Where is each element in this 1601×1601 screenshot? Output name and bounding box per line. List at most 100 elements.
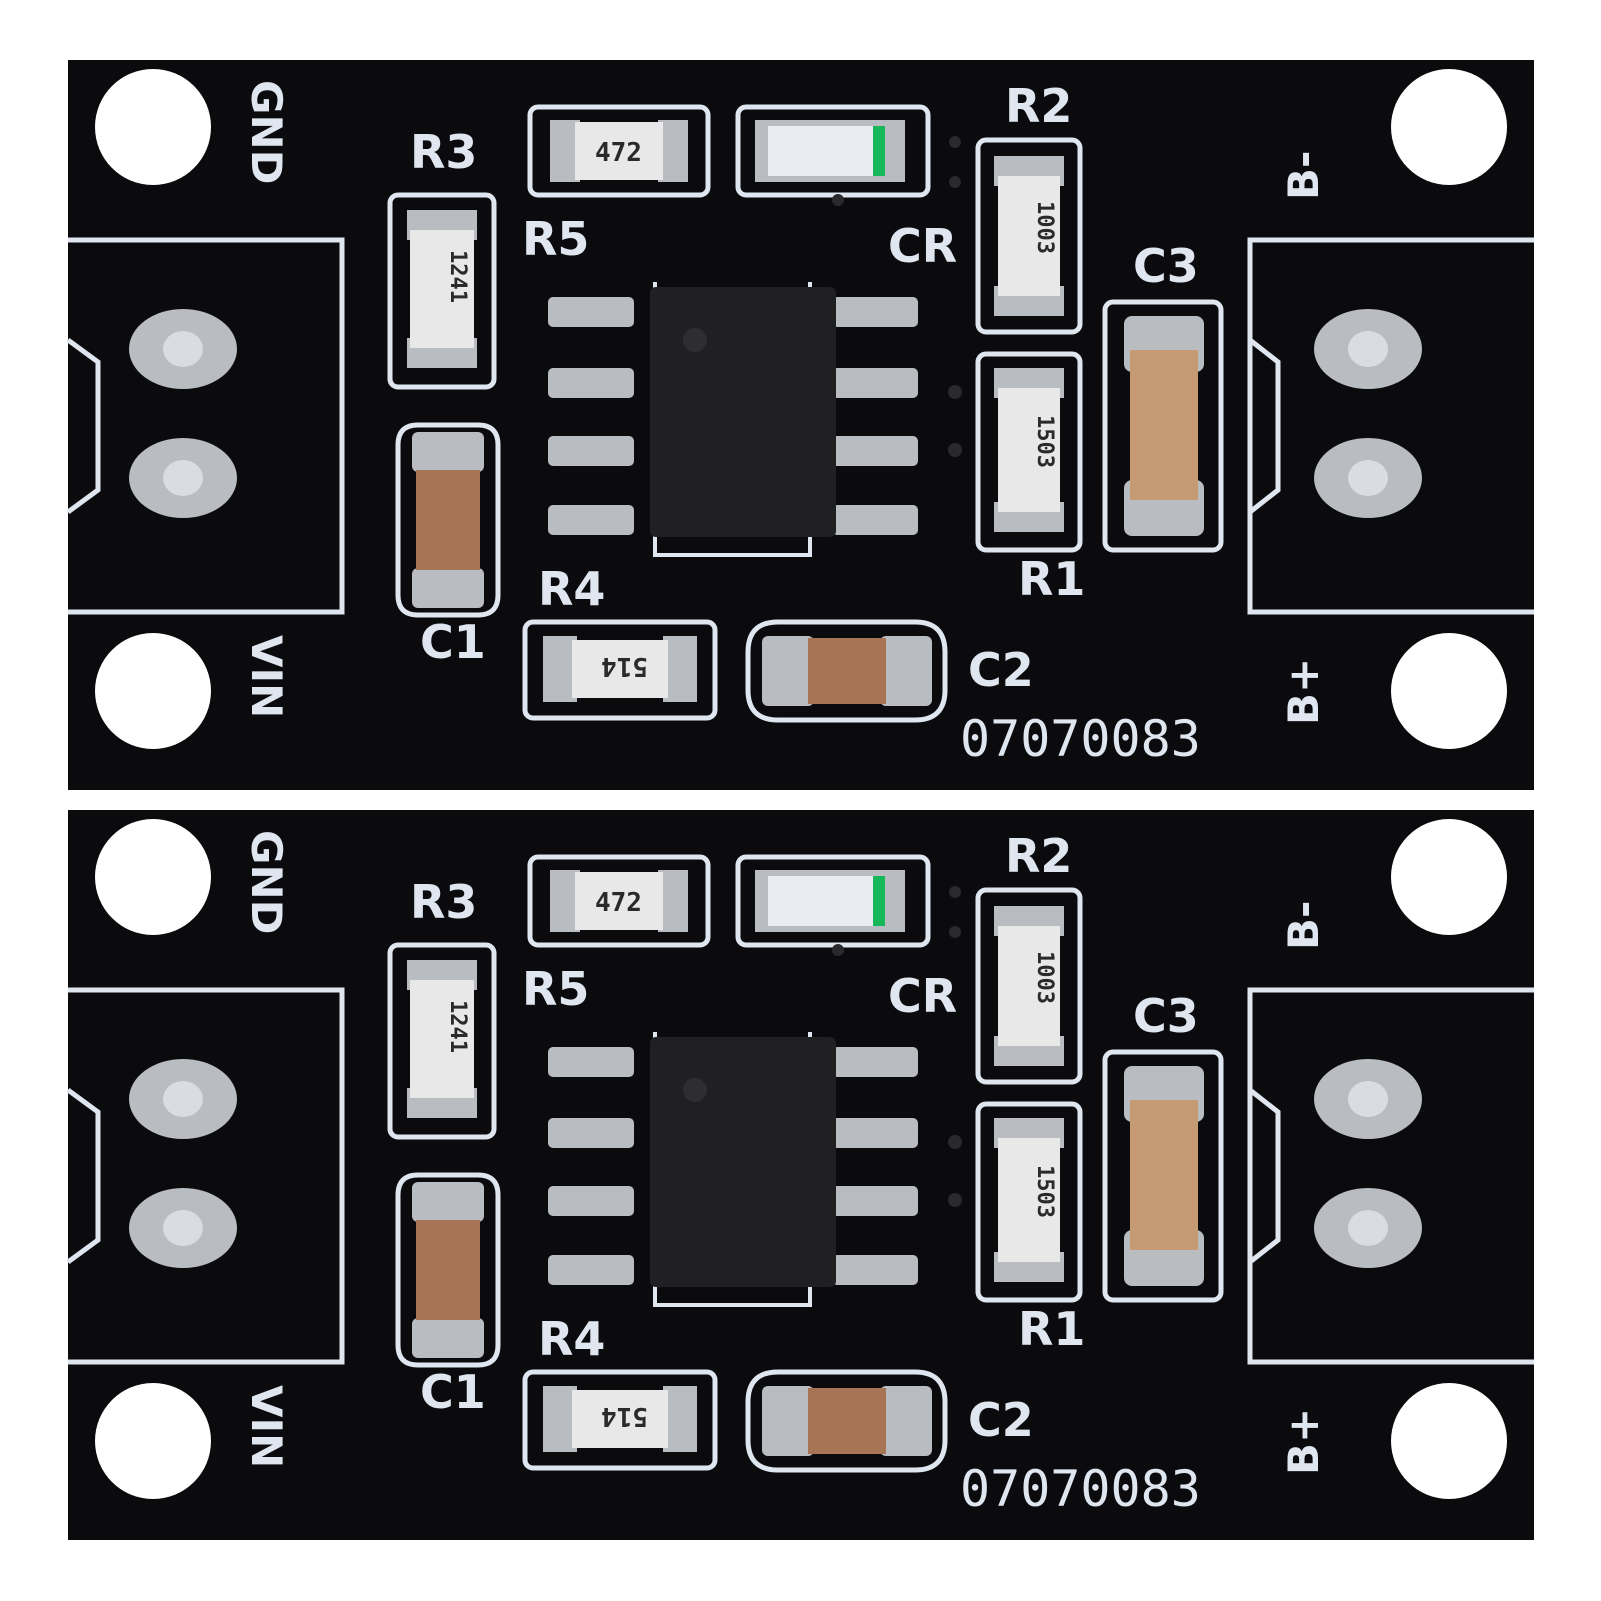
c1-capacitor [416,470,480,570]
mounting-hole [1391,633,1507,749]
c3-outline [1102,1049,1224,1303]
r1-outline [975,351,1083,553]
c3-outline [1102,299,1224,553]
input-terminal-footprint [66,987,345,1365]
c3-capacitor [1130,350,1198,500]
r1-marking: 1503 [1032,415,1057,468]
r2-resistor [998,176,1060,296]
c2-capacitor [808,1388,886,1454]
ic-pins [548,1047,918,1285]
r4-outline [522,1369,718,1471]
ic-pin1-dot [683,328,707,352]
input-terminal-pads [129,1059,237,1268]
gnd-label: GND [242,830,291,935]
charger-board-top: GND VIN B- B+ 472 1241 [0,50,1601,790]
mounting-hole [95,633,211,749]
r2-resistor [998,926,1060,1046]
b-minus-label: B- [1279,901,1328,950]
serial-number: 07070083 [960,1460,1201,1518]
r2-marking: 1003 [1032,201,1057,254]
b-minus-label: B- [1279,151,1328,200]
ic-pins [548,297,918,535]
b-plus-label: B+ [1279,1408,1328,1475]
pcb-module: GND VIN B- B+ 472 1241 [66,810,1534,1540]
mounting-hole [1391,1383,1507,1499]
r1-outline [975,1101,1083,1303]
c3-label: C3 [1133,239,1199,293]
r5-marking: 1241 [445,250,470,303]
r3-marking: 472 [595,138,642,168]
battery-terminal-pads [1314,309,1422,518]
input-terminal-pads [129,309,237,518]
c2-label: C2 [968,643,1034,697]
c3-label: C3 [1133,989,1199,1043]
r4-label: R4 [538,1312,605,1366]
r1-label: R1 [1018,552,1085,606]
charger-board-bottom: GND VIN B- B+ 472 1241 [0,800,1601,1540]
r5-outline [387,192,497,390]
r5-label: R5 [522,962,589,1016]
r3-outline [527,104,711,198]
r4-marking: 514 [601,651,648,681]
r1-resistor [998,1138,1060,1262]
battery-terminal-footprint [1247,987,1534,1365]
led-outline [735,104,931,198]
c2-label: C2 [968,1393,1034,1447]
battery-terminal-pads [1314,1059,1422,1268]
r2-outline [975,137,1083,335]
vin-label: VIN [242,1385,291,1468]
r4-marking: 514 [601,1401,648,1431]
r3-marking: 472 [595,888,642,918]
r4-outline [522,619,718,721]
vias [832,886,962,1207]
r5-outline [387,942,497,1140]
c1-label: C1 [420,615,486,669]
input-terminal-footprint [66,237,345,615]
c2-capacitor [808,638,886,704]
r3-resistor [575,122,663,180]
r2-marking: 1003 [1032,951,1057,1004]
mounting-hole [95,1383,211,1499]
led-outline [735,854,931,948]
b-plus-label: B+ [1279,658,1328,725]
r5-marking: 1241 [445,1000,470,1053]
r5-resistor [410,230,474,348]
c2-outline [745,1369,948,1473]
c1-label: C1 [420,1365,486,1419]
r4-resistor [572,640,668,698]
r5-label: R5 [522,212,589,266]
r2-label: R2 [1005,79,1072,133]
r2-outline [975,887,1083,1085]
mounting-hole [95,819,211,935]
r4-resistor [572,1390,668,1448]
vias [832,136,962,457]
c3-capacitor [1130,1100,1198,1250]
r1-resistor [998,388,1060,512]
vin-label: VIN [242,635,291,718]
cr-label: CR [888,219,957,273]
r1-label: R1 [1018,1302,1085,1356]
r1-marking: 1503 [1032,1165,1057,1218]
charger-ic [650,1037,836,1287]
r3-resistor [575,872,663,930]
charger-ic [650,287,836,537]
r5-resistor [410,980,474,1098]
r4-label: R4 [538,562,605,616]
mounting-hole [1391,69,1507,185]
r3-outline [527,854,711,948]
ic-pin1-dot [683,1078,707,1102]
gnd-label: GND [242,80,291,185]
c1-outline [395,422,501,618]
c1-capacitor [416,1220,480,1320]
mounting-hole [1391,819,1507,935]
c1-outline [395,1172,501,1368]
mounting-hole [95,69,211,185]
pcb-module: GND VIN B- B+ 472 1241 [66,60,1534,790]
cr-label: CR [888,969,957,1023]
r3-label: R3 [410,125,477,179]
r3-label: R3 [410,875,477,929]
battery-terminal-footprint [1247,237,1534,615]
c2-outline [745,619,948,723]
r2-label: R2 [1005,829,1072,883]
serial-number: 07070083 [960,710,1201,768]
